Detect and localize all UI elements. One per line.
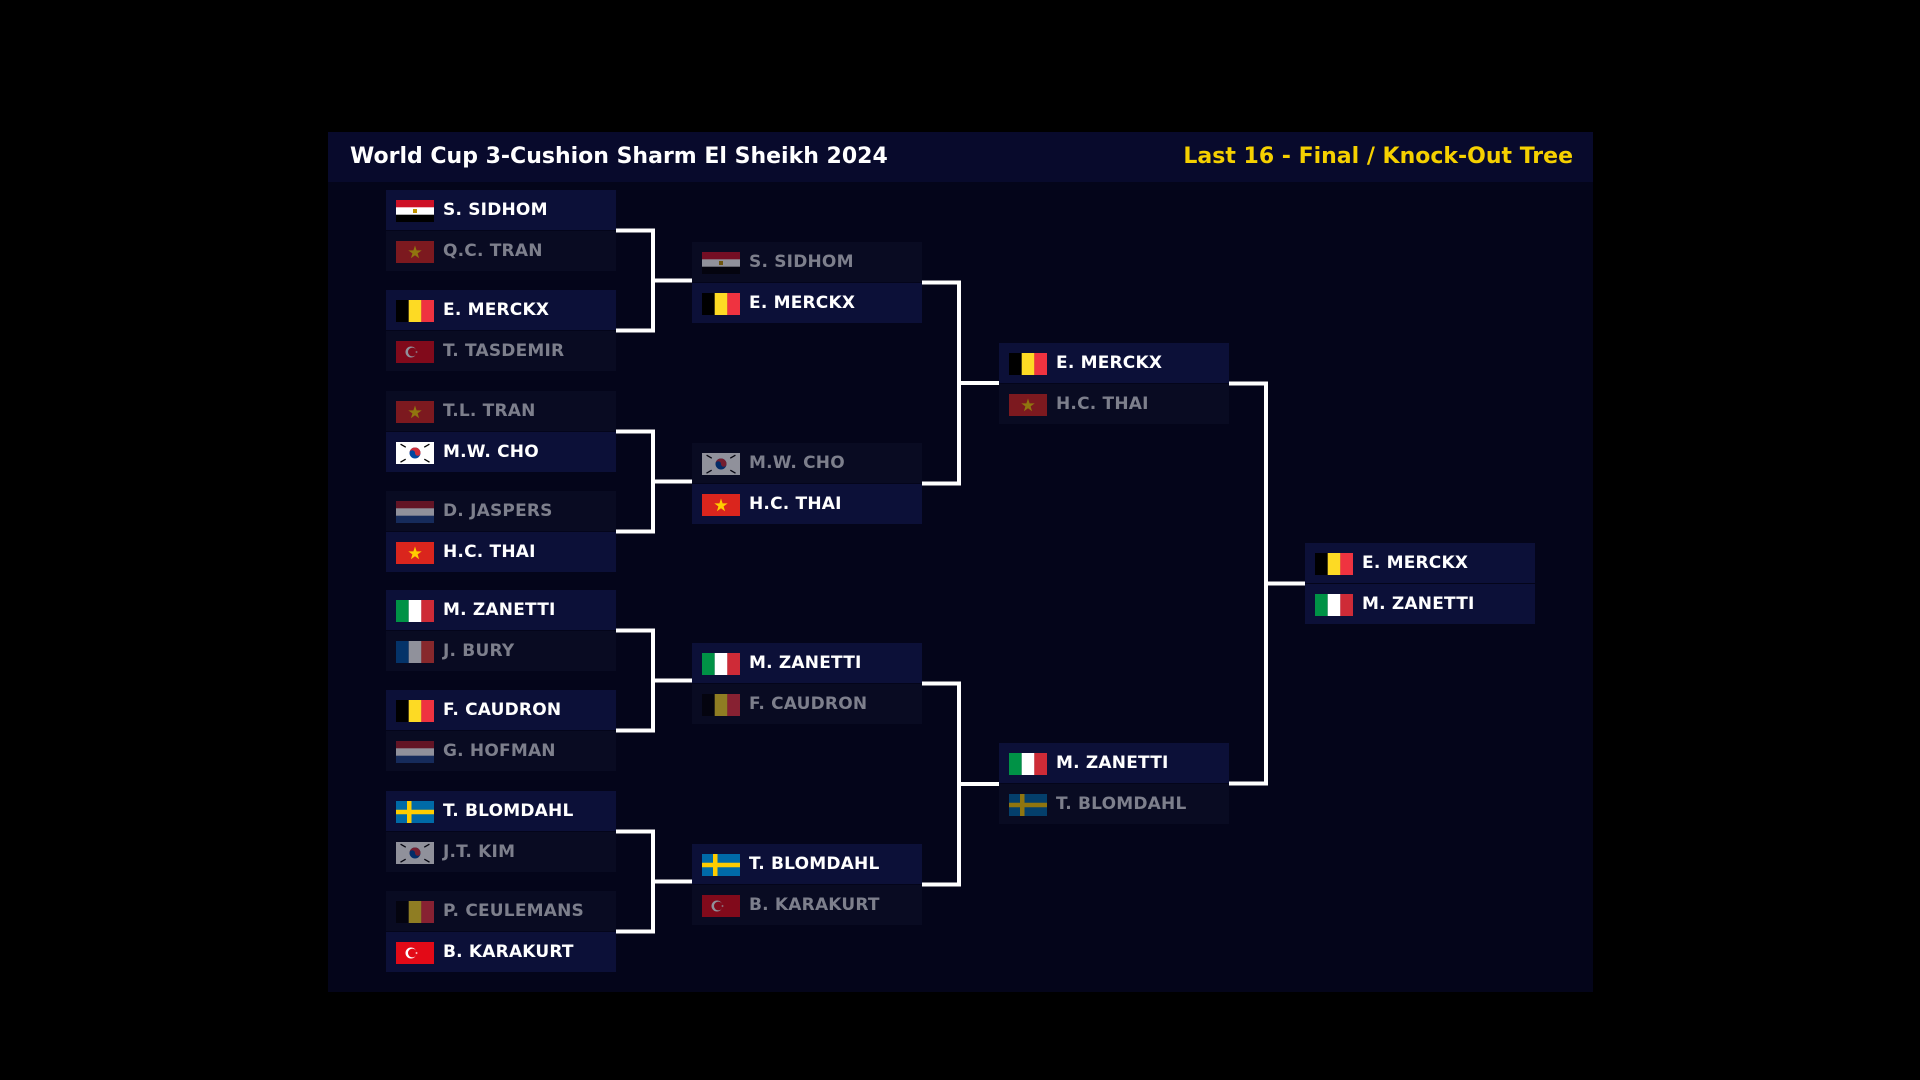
vietnam-flag-icon [1009,394,1047,416]
player-name: T. BLOMDAHL [443,801,574,821]
korea-flag-icon [396,842,434,864]
korea-flag-icon [396,442,434,464]
player-row: E. MERCKX [999,343,1229,383]
vietnam-flag-icon [702,494,740,516]
player-row: M.W. CHO [386,432,616,472]
player-row: G. HOFMAN [386,731,616,771]
player-name: M. ZANETTI [1056,753,1169,773]
player-name: S. SIDHOM [749,252,854,272]
sweden-flag-icon [1009,794,1047,816]
player-name: H.C. THAI [443,542,536,562]
france-flag-icon [396,641,434,663]
player-name: T. TASDEMIR [443,341,565,361]
player-row: J. BURY [386,631,616,671]
player-row: B. KARAKURT [692,885,922,925]
turkey-flag-icon [396,341,434,363]
italy-flag-icon [702,653,740,675]
belgium-flag-icon [702,694,740,716]
player-row: B. KARAKURT [386,932,616,972]
player-name: E. MERCKX [1056,353,1163,373]
italy-flag-icon [1009,753,1047,775]
player-row: P. CEULEMANS [386,891,616,931]
player-name: Q.C. TRAN [443,241,543,261]
player-row: F. CAUDRON [692,684,922,724]
belgium-flag-icon [1009,353,1047,375]
player-row: E. MERCKX [1305,543,1535,583]
player-name: M.W. CHO [443,442,539,462]
player-name: D. JASPERS [443,501,553,521]
sweden-flag-icon [702,854,740,876]
player-row: H.C. THAI [692,484,922,524]
player-row: E. MERCKX [692,283,922,323]
netherlands-flag-icon [396,741,434,763]
player-row: T. BLOMDAHL [999,784,1229,824]
vietnam-flag-icon [396,241,434,263]
player-name: F. CAUDRON [749,694,868,714]
player-row: H.C. THAI [999,384,1229,424]
player-name: B. KARAKURT [749,895,880,915]
player-row: M. ZANETTI [1305,584,1535,624]
vietnam-flag-icon [396,542,434,564]
player-name: M. ZANETTI [443,600,556,620]
player-name: M.W. CHO [749,453,845,473]
belgium-flag-icon [702,293,740,315]
player-name: T. BLOMDAHL [1056,794,1187,814]
player-name: S. SIDHOM [443,200,548,220]
player-row: T. BLOMDAHL [386,791,616,831]
player-row: S. SIDHOM [692,242,922,282]
player-name: G. HOFMAN [443,741,556,761]
player-row: M. ZANETTI [999,743,1229,783]
player-row: M. ZANETTI [692,643,922,683]
belgium-flag-icon [396,901,434,923]
player-row: J.T. KIM [386,832,616,872]
header-bar: World Cup 3-Cushion Sharm El Sheikh 2024… [328,132,1593,182]
belgium-flag-icon [396,700,434,722]
player-row: M. ZANETTI [386,590,616,630]
italy-flag-icon [396,600,434,622]
sweden-flag-icon [396,801,434,823]
player-name: M. ZANETTI [1362,594,1475,614]
player-name: J. BURY [443,641,515,661]
player-row: H.C. THAI [386,532,616,572]
player-row: M.W. CHO [692,443,922,483]
player-name: B. KARAKURT [443,942,574,962]
player-name: J.T. KIM [443,842,516,862]
player-name: F. CAUDRON [443,700,562,720]
player-row: F. CAUDRON [386,690,616,730]
turkey-flag-icon [396,942,434,964]
player-name: H.C. THAI [749,494,842,514]
egypt-flag-icon [396,200,434,222]
player-name: E. MERCKX [1362,553,1469,573]
player-row: T. BLOMDAHL [692,844,922,884]
player-row: D. JASPERS [386,491,616,531]
player-name: M. ZANETTI [749,653,862,673]
player-name: T.L. TRAN [443,401,536,421]
player-name: E. MERCKX [443,300,550,320]
round-subtitle: Last 16 - Final / Knock-Out Tree [1183,144,1573,169]
italy-flag-icon [1315,594,1353,616]
vietnam-flag-icon [396,401,434,423]
player-name: H.C. THAI [1056,394,1149,414]
korea-flag-icon [702,453,740,475]
page-title: World Cup 3-Cushion Sharm El Sheikh 2024 [350,144,888,169]
player-row: E. MERCKX [386,290,616,330]
player-name: P. CEULEMANS [443,901,584,921]
belgium-flag-icon [1315,553,1353,575]
player-row: Q.C. TRAN [386,231,616,271]
turkey-flag-icon [702,895,740,917]
player-row: S. SIDHOM [386,190,616,230]
netherlands-flag-icon [396,501,434,523]
belgium-flag-icon [396,300,434,322]
player-name: E. MERCKX [749,293,856,313]
player-name: T. BLOMDAHL [749,854,880,874]
player-row: T.L. TRAN [386,391,616,431]
player-row: T. TASDEMIR [386,331,616,371]
egypt-flag-icon [702,252,740,274]
